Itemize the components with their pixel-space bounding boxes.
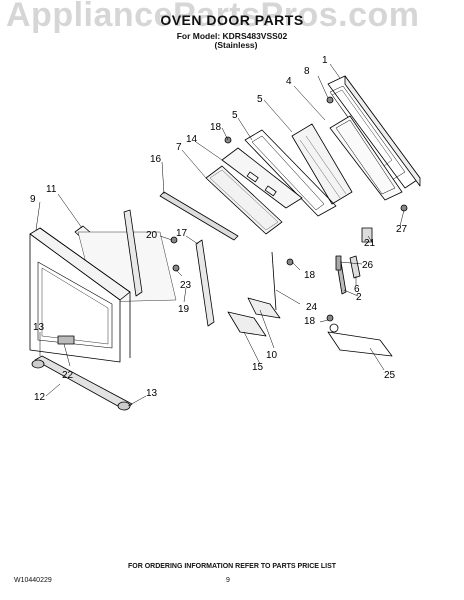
- callout-26: 26: [362, 260, 374, 271]
- part-hinge-rod: [271, 251, 277, 311]
- screw-18c: [326, 314, 334, 322]
- model-line: For Model: KDRS483VSS02: [176, 31, 288, 41]
- callout-22: 22: [62, 370, 74, 381]
- part-hinge-cover-10: [247, 297, 281, 319]
- part-glass-panel-inner: [291, 123, 353, 205]
- part-outer-door-panel: [29, 227, 131, 363]
- part-bracket-16: [159, 191, 239, 241]
- page-title: OVEN DOOR PARTS: [160, 12, 304, 28]
- callout-5: 5: [232, 110, 238, 121]
- callout-23: 23: [180, 280, 192, 291]
- page-number: 9: [226, 577, 230, 584]
- callout-9: 9: [30, 194, 36, 205]
- callout-13b: 13: [146, 388, 158, 399]
- callout-15: 15: [252, 362, 264, 373]
- callout-7: 7: [176, 142, 182, 153]
- part-hinge-25: [327, 323, 393, 357]
- callout-17: 17: [176, 228, 188, 239]
- callout-1: 1: [322, 55, 328, 66]
- glass-texture: [299, 135, 347, 199]
- callout-18b: 18: [304, 270, 316, 281]
- callout-19: 19: [178, 304, 190, 315]
- finish-line: (Stainless): [214, 40, 258, 50]
- callout-4: 4: [286, 76, 292, 87]
- part-badge: [57, 335, 75, 345]
- part-21: [361, 227, 373, 243]
- callout-25: 25: [384, 370, 396, 381]
- part-glass-panel: [205, 165, 283, 235]
- callout-21: 21: [364, 238, 376, 249]
- part-door-gasket: [329, 115, 403, 201]
- callout-20: 20: [146, 230, 158, 241]
- part-26: [335, 255, 342, 271]
- callout-13a: 13: [33, 322, 45, 333]
- document-number: W10440229: [14, 577, 52, 584]
- part-side-trim-17: [195, 239, 215, 327]
- callout-14: 14: [186, 134, 198, 145]
- part-inner-frame: [244, 129, 337, 217]
- screw-23: [172, 264, 180, 272]
- callout-18c: 18: [304, 316, 316, 327]
- callout-2: 2: [356, 292, 362, 303]
- callout-12: 12: [34, 392, 46, 403]
- callout-24: 24: [306, 302, 318, 313]
- callout-8: 8: [304, 66, 310, 77]
- callout-11: 11: [46, 184, 57, 195]
- ordering-note: FOR ORDERING INFORMATION REFER TO PARTS …: [127, 563, 337, 570]
- part-baffle: [221, 147, 303, 209]
- part-side-trim-19: [123, 209, 143, 297]
- callout-18a: 18: [210, 122, 222, 133]
- watermark: AppliancePartsPros.com: [6, 0, 420, 34]
- callout-3: 5: [257, 94, 263, 105]
- part-handle: [31, 355, 133, 411]
- screw-8: [326, 96, 334, 104]
- screw-20: [170, 236, 178, 244]
- part-6: [349, 255, 361, 279]
- callout-10: 10: [266, 350, 278, 361]
- callout-27: 27: [396, 224, 408, 235]
- callout-6: 6: [354, 284, 360, 295]
- screw-18b: [286, 258, 294, 266]
- part-hinge-cover-15: [227, 311, 267, 337]
- callout-16: 16: [150, 154, 162, 165]
